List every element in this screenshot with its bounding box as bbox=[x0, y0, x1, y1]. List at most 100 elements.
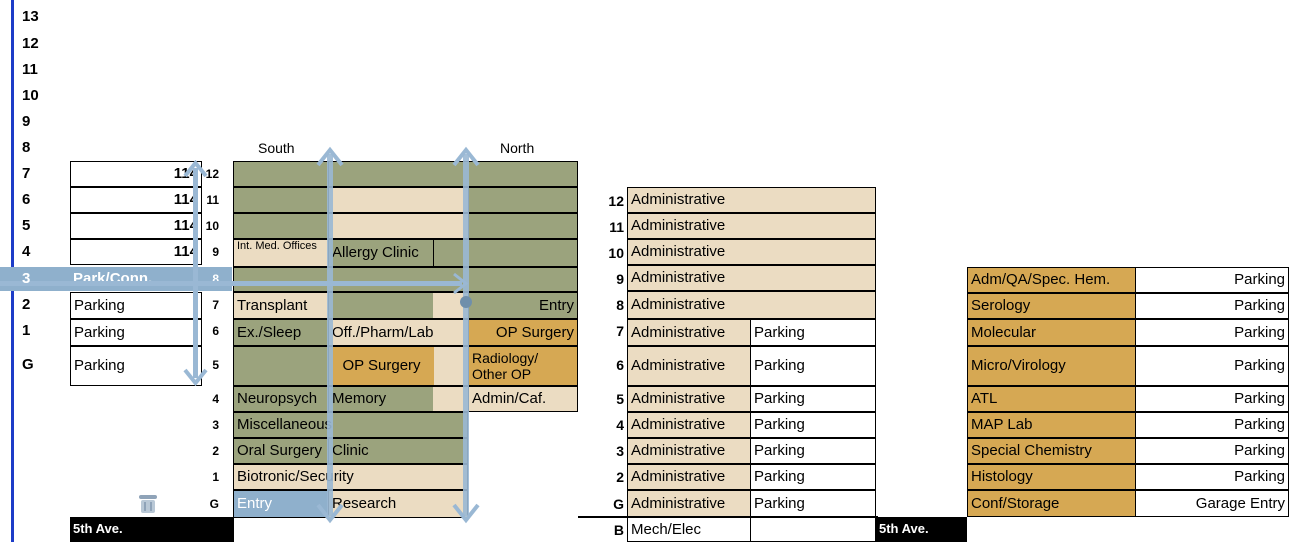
center-cell bbox=[468, 213, 578, 239]
entry-cell: Entry bbox=[233, 490, 329, 518]
level-label: 10 bbox=[22, 87, 39, 104]
parking-cell: Parking bbox=[751, 386, 876, 412]
admin-floor-number: 5 bbox=[616, 391, 624, 407]
parking-cell: Parking bbox=[751, 438, 876, 464]
clinic-cell: Clinic bbox=[329, 438, 468, 464]
lab-cell: Serology bbox=[967, 293, 1136, 319]
entry-cell: Entry bbox=[468, 292, 578, 319]
admin-floor-number: G bbox=[613, 496, 624, 512]
center-cell bbox=[233, 267, 578, 292]
admin-cell: Administrative bbox=[627, 239, 876, 265]
admin-floor-number: 12 bbox=[608, 193, 624, 209]
level-label: 1 bbox=[22, 322, 31, 339]
admin-floor-number: 2 bbox=[616, 469, 624, 485]
level-label: 6 bbox=[22, 191, 31, 208]
parking-cell: Parking bbox=[751, 464, 876, 490]
parking-cell: Parking bbox=[751, 346, 876, 386]
admin-floor-number: 10 bbox=[608, 245, 624, 261]
admin-cell: Administrative bbox=[627, 187, 876, 213]
lab-cell: Histology bbox=[967, 464, 1136, 490]
street-label: 5th Ave. bbox=[70, 517, 234, 542]
floor-number: 12 bbox=[205, 167, 219, 181]
floor-number: 11 bbox=[206, 193, 219, 207]
center-cell bbox=[233, 161, 329, 187]
lab-cell: MAP Lab bbox=[967, 412, 1136, 438]
center-cell bbox=[329, 292, 433, 319]
memory-cell: Memory bbox=[329, 386, 433, 412]
admin-cell: Administrative bbox=[627, 319, 751, 346]
center-cell bbox=[233, 346, 329, 386]
lab-use-cell: Parking bbox=[1136, 464, 1289, 490]
op-surgery-cell: OP Surgery bbox=[468, 319, 578, 346]
level-label: 7 bbox=[22, 165, 31, 182]
floor-number: 5 bbox=[212, 358, 219, 372]
garage-row: 114 bbox=[70, 161, 202, 187]
radiology-cell: Radiology/ Other OP bbox=[468, 346, 578, 386]
floor-number: G bbox=[209, 497, 219, 511]
center-cell bbox=[233, 187, 329, 213]
basement-cell bbox=[751, 518, 876, 542]
level-label: 2 bbox=[22, 296, 31, 313]
level-label: 5 bbox=[22, 217, 31, 234]
lab-cell: ATL bbox=[967, 386, 1136, 412]
garage-row: Parking bbox=[70, 292, 202, 319]
admin-cell: Administrative bbox=[627, 412, 751, 438]
lab-use-cell: Garage Entry bbox=[1136, 490, 1289, 517]
level-label: G bbox=[22, 356, 34, 373]
admin-cell: Administrative bbox=[627, 438, 751, 464]
admin-cell: Administrative bbox=[627, 213, 876, 239]
floor-number: 1 bbox=[212, 470, 219, 484]
center-cell bbox=[329, 161, 578, 187]
floor-number: 4 bbox=[212, 392, 219, 406]
admin-caf-cell: Admin/Caf. bbox=[468, 386, 578, 412]
level-label: 9 bbox=[22, 113, 31, 130]
garage-row: Parking bbox=[70, 319, 202, 346]
center-cell bbox=[233, 213, 329, 239]
level-label: 4 bbox=[22, 243, 31, 260]
allergy-clinic-cell: Allergy Clinic bbox=[329, 239, 434, 267]
admin-floor-number: 11 bbox=[609, 219, 624, 235]
level-label: 3 bbox=[22, 270, 31, 287]
admin-cell: Administrative bbox=[627, 490, 751, 517]
center-cell bbox=[433, 386, 468, 412]
int-med-offices-cell: Int. Med. Offices bbox=[233, 239, 329, 267]
lab-cell: Micro/Virology bbox=[967, 346, 1136, 386]
level-label: 11 bbox=[22, 61, 38, 78]
center-cell bbox=[468, 187, 578, 213]
admin-cell: Administrative bbox=[627, 291, 876, 319]
lab-cell: Conf/Storage bbox=[967, 490, 1136, 517]
admin-floor-number: 8 bbox=[616, 297, 624, 313]
center-cell bbox=[329, 187, 468, 213]
north-label: North bbox=[500, 140, 535, 156]
admin-floor-number: 7 bbox=[616, 323, 624, 339]
admin-cell: Administrative bbox=[627, 265, 876, 291]
lab-use-cell: Parking bbox=[1136, 267, 1289, 293]
admin-cell: Administrative bbox=[627, 386, 751, 412]
admin-cell: Administrative bbox=[627, 346, 751, 386]
parking-cell: Parking bbox=[751, 490, 876, 517]
garage-row: 114 bbox=[70, 239, 202, 265]
south-elevator-arrow bbox=[316, 146, 344, 524]
lab-use-cell: Parking bbox=[1136, 438, 1289, 464]
floor-number: 9 bbox=[212, 245, 219, 259]
floor-number: 3 bbox=[212, 418, 219, 432]
parking-cell: Parking bbox=[751, 319, 876, 346]
lab-cell: Adm/QA/Spec. Hem. bbox=[967, 267, 1136, 293]
admin-cell: Administrative bbox=[627, 464, 751, 490]
floor-number: 2 bbox=[212, 444, 219, 458]
transplant-cell: Transplant bbox=[233, 292, 329, 319]
lab-cell: Special Chemistry bbox=[967, 438, 1136, 464]
lab-use-cell: Parking bbox=[1136, 386, 1289, 412]
south-label: South bbox=[258, 140, 295, 156]
floor-number: 8 bbox=[212, 272, 219, 286]
lab-use-cell: Parking bbox=[1136, 412, 1289, 438]
lab-use-cell: Parking bbox=[1136, 346, 1289, 386]
trash-can-icon bbox=[139, 495, 157, 513]
street-label: 5th Ave. bbox=[876, 517, 967, 542]
biotronic-security-cell: Biotronic/Security bbox=[233, 464, 468, 490]
level-label: 12 bbox=[22, 35, 39, 52]
garage-row: 114 bbox=[70, 213, 202, 239]
lab-cell: Molecular bbox=[967, 319, 1136, 346]
parking-cell: Parking bbox=[751, 412, 876, 438]
floor-number: 10 bbox=[205, 219, 219, 233]
